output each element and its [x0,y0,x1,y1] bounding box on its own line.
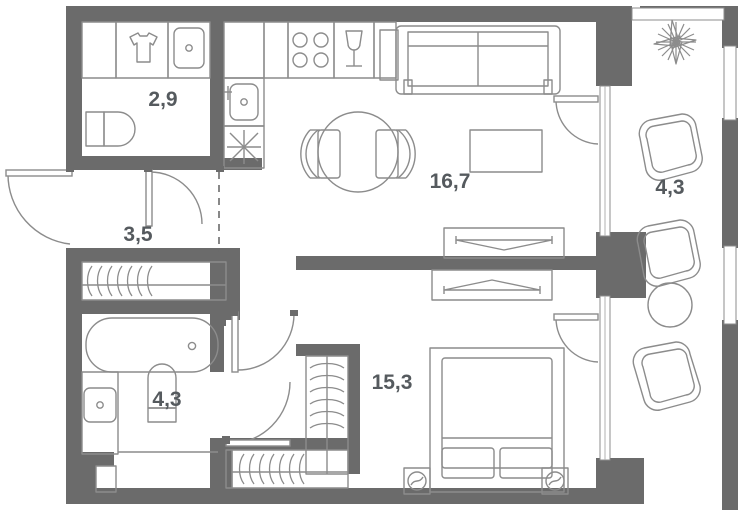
area-label-bedroom: 15,3 [372,371,413,394]
doors-group [5,95,599,447]
windows-group [599,7,737,461]
area-label-balcony-north: 4,3 [655,176,684,199]
area-label-bathroom-main: 4,3 [152,388,181,411]
area-label-bathroom-guest: 2,9 [148,88,177,111]
furniture-group [81,19,703,495]
area-label-living-kitchen: 16,7 [430,170,471,193]
walls-group [66,6,738,510]
area-label-hall: 3,5 [123,223,153,246]
area-labels-group: 2,9 3,5 16,7 4,3 4,3 15,3 [123,88,684,411]
